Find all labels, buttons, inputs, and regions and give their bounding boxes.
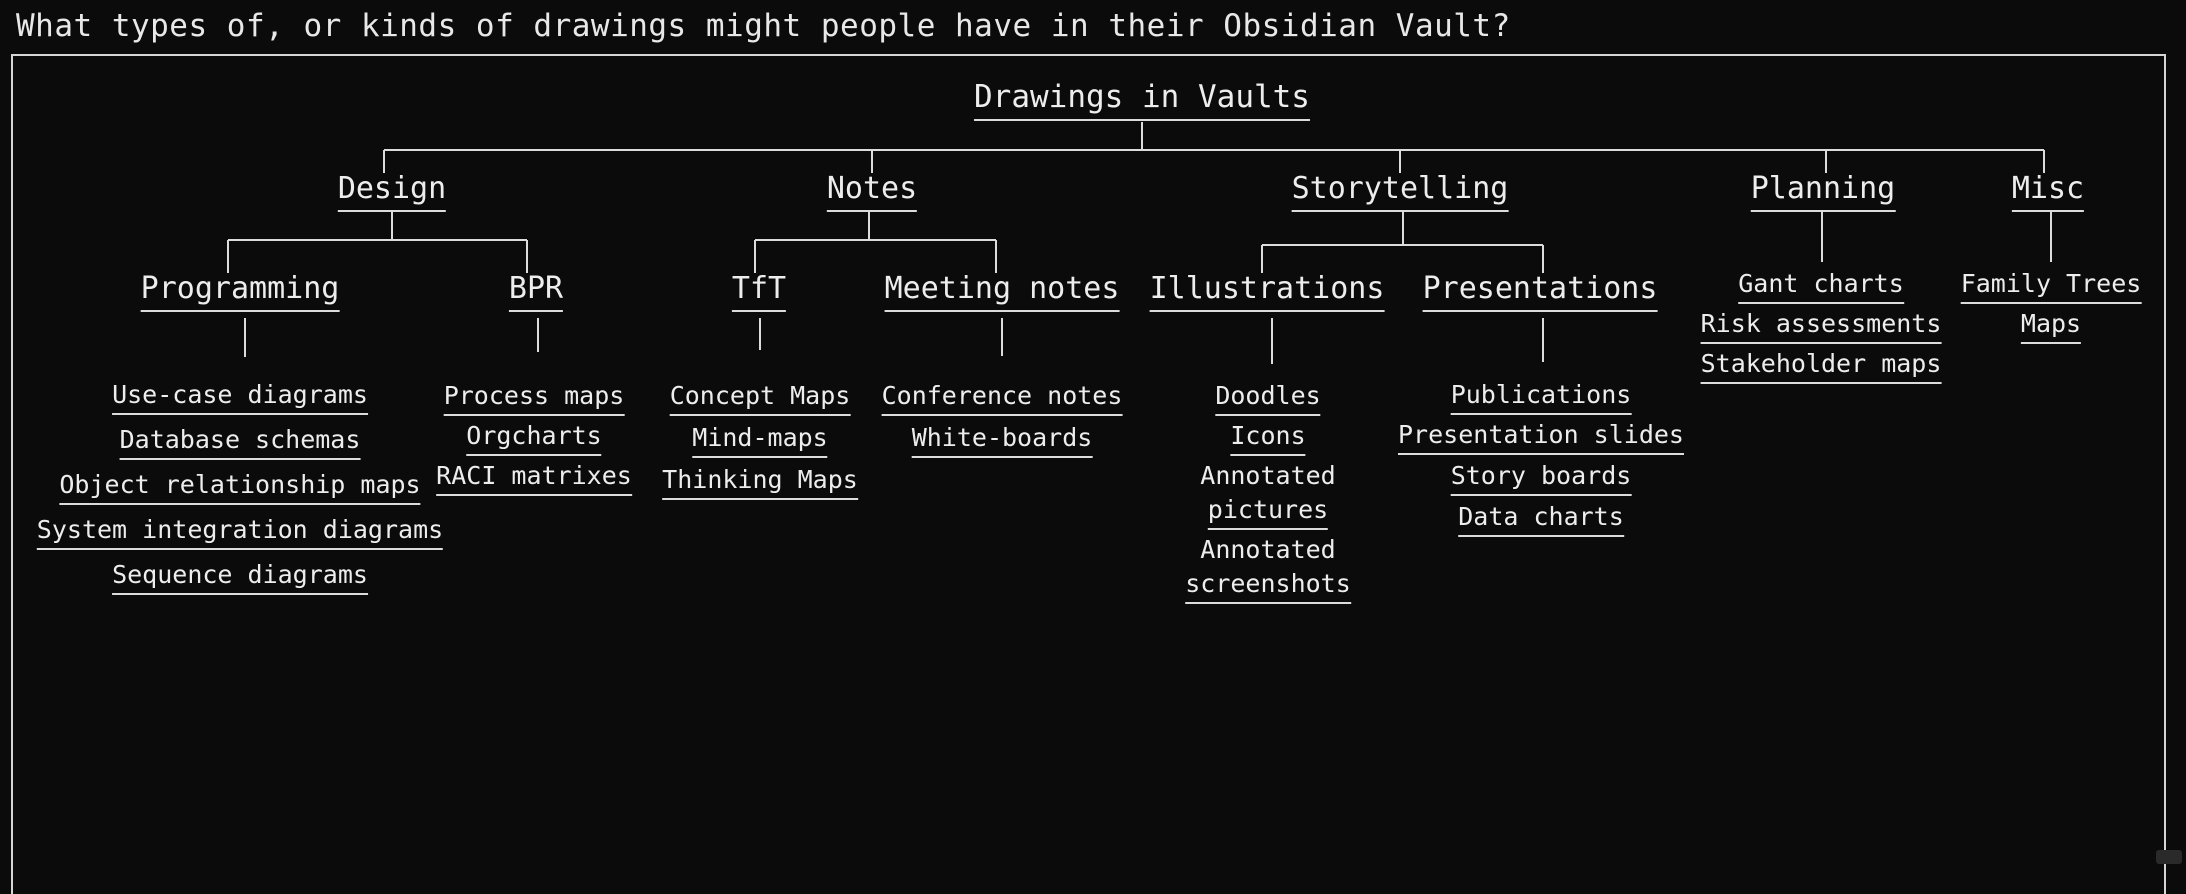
canvas-frame (11, 54, 2166, 894)
leaf-sequence-diagrams: Sequence diagrams (112, 560, 368, 595)
leaf-annotated-pictures-line1: Annotated (1200, 461, 1336, 490)
leaf-story-boards: Story boards (1450, 461, 1632, 496)
leaf-risk-assessments: Risk assessments (1700, 309, 1942, 344)
leaf-annotated-screenshots-line1: Annotated (1200, 535, 1336, 564)
leaf-mind-maps: Mind-maps (692, 423, 828, 458)
leaf-family-trees: Family Trees (1960, 269, 2142, 304)
leaf-annotated-pictures-line2: pictures (1207, 495, 1329, 530)
leaf-doodles: Doodles (1215, 381, 1321, 416)
subcategory-programming: Programming (140, 271, 340, 312)
leaf-conference-notes: Conference notes (881, 381, 1123, 416)
category-misc: Misc (2011, 171, 2085, 212)
category-storytelling: Storytelling (1291, 171, 1509, 212)
leaf-gant-charts: Gant charts (1738, 269, 1904, 304)
leaf-icons: Icons (1230, 421, 1306, 456)
category-planning: Planning (1750, 171, 1896, 212)
leaf-publications: Publications (1450, 380, 1632, 415)
leaf-orgcharts: Orgcharts (466, 421, 602, 456)
leaf-process-maps: Process maps (443, 381, 625, 416)
leaf-object-relationship-maps: Object relationship maps (59, 470, 421, 505)
leaf-thinking-maps: Thinking Maps (662, 465, 858, 500)
leaf-data-charts: Data charts (1458, 502, 1624, 537)
tree-connectors (227, 122, 2052, 364)
leaf-use-case-diagrams: Use-case diagrams (112, 380, 368, 415)
subcategory-bpr: BPR (508, 271, 564, 312)
subcategory-illustrations: Illustrations (1149, 271, 1385, 312)
leaf-maps: Maps (2020, 309, 2082, 344)
category-design: Design (337, 171, 447, 212)
resize-handle[interactable] (2156, 850, 2182, 864)
subcategory-presentations: Presentations (1422, 271, 1658, 312)
root-node: Drawings in Vaults (974, 79, 1310, 121)
leaf-stakeholder-maps: Stakeholder maps (1700, 349, 1942, 384)
leaf-white-boards: White-boards (911, 423, 1093, 458)
leaf-annotated-screenshots-line2: screenshots (1185, 569, 1351, 604)
subcategory-meeting-notes: Meeting notes (884, 271, 1120, 312)
leaf-concept-maps: Concept Maps (669, 381, 851, 416)
leaf-raci-matrixes: RACI matrixes (436, 461, 632, 496)
leaf-presentation-slides: Presentation slides (1398, 420, 1684, 455)
subcategory-tft: TfT (731, 271, 787, 312)
category-notes: Notes (826, 171, 918, 212)
leaf-database-schemas: Database schemas (119, 425, 361, 460)
leaf-system-integration-diagrams: System integration diagrams (36, 515, 444, 550)
question-heading: What types of, or kinds of drawings migh… (16, 8, 1511, 44)
